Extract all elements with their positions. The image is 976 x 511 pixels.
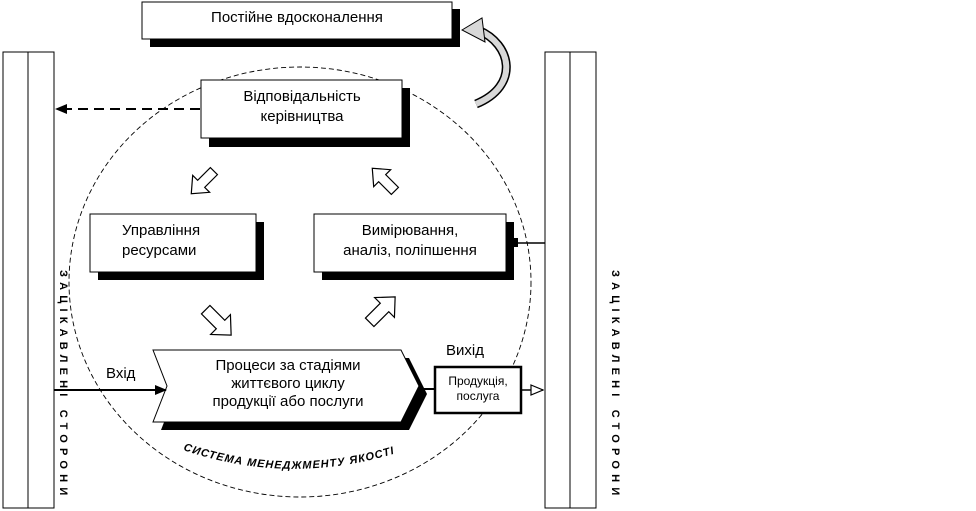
right-stakeholder-bar: ЗАЦІКАВЛЕНІ СТОРОНИ — [544, 51, 621, 509]
left-stakeholders-label: ЗАЦІКАВЛЕНІ СТОРОНИ — [57, 270, 69, 500]
block-arrow-up-right-icon — [364, 296, 396, 328]
product-service-box: Продукція, послуга — [433, 365, 523, 415]
resources-label-line1: Управління — [122, 222, 200, 239]
output-label: Вихід — [446, 342, 484, 359]
measurement-analysis-box: Вимірювання, аналіз, поліпшення — [313, 213, 514, 280]
processes-label-line2: життєвого циклу — [231, 375, 345, 392]
continuous-improvement-label: Постійне вдосконалення — [211, 9, 383, 26]
processes-label-line3: продукції або послуги — [212, 393, 363, 410]
management-responsibility-box: Відповідальність керівництва — [200, 79, 410, 147]
product-label-line1: Продукція, — [448, 374, 507, 388]
input-label: Вхід — [106, 365, 136, 382]
qms-boundary-circle — [68, 66, 532, 498]
product-realization-process-box: Процеси за стадіями життєвого циклу прод… — [152, 349, 427, 430]
management-label-line2: керівництва — [261, 108, 345, 125]
block-arrow-up-left-icon — [371, 167, 400, 196]
curved-feedback-arrow-icon — [460, 17, 511, 109]
measurement-connector — [514, 238, 518, 247]
qms-label: СИСТЕМА МЕНЕДЖМЕНТУ ЯКОСТІ — [182, 441, 396, 471]
block-arrow-down-right-icon — [200, 304, 232, 336]
management-label-line1: Відповідальність — [243, 88, 361, 105]
measurement-label-line2: аналіз, поліпшення — [343, 242, 477, 259]
measurement-label-line1: Вимірювання, — [362, 222, 459, 239]
resource-management-box: Управління ресурсами — [89, 213, 264, 280]
continuous-improvement-box: Постійне вдосконалення — [141, 1, 460, 47]
processes-label-line1: Процеси за стадіями — [215, 357, 360, 374]
resources-label-line2: ресурсами — [122, 242, 196, 259]
left-stakeholder-bar: ЗАЦІКАВЛЕНІ СТОРОНИ — [2, 51, 69, 509]
block-arrow-down-left-icon — [190, 166, 219, 195]
right-stakeholders-label: ЗАЦІКАВЛЕНІ СТОРОНИ — [609, 270, 621, 500]
product-label-line2: послуга — [457, 389, 500, 403]
